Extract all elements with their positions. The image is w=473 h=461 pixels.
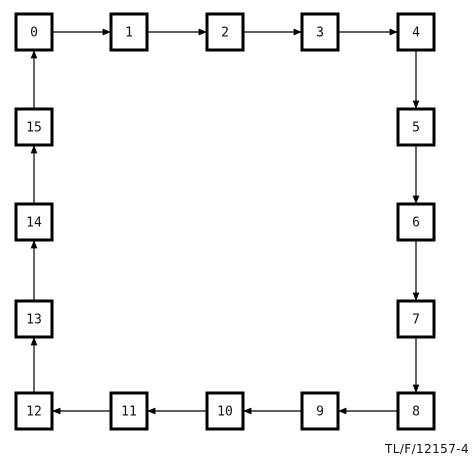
state-node-11: 11	[109, 391, 149, 431]
state-label-8: 8	[412, 405, 420, 420]
state-node-15: 15	[14, 107, 54, 147]
state-box-7	[396, 299, 436, 339]
state-label-10: 10	[217, 405, 233, 420]
state-node-5: 5	[396, 107, 436, 147]
state-label-4: 4	[412, 26, 420, 41]
state-box-15	[14, 107, 54, 147]
state-box-5	[396, 107, 436, 147]
state-node-14: 14	[14, 202, 54, 242]
state-node-8: 8	[396, 391, 436, 431]
state-box-1	[109, 12, 149, 52]
state-label-2: 2	[221, 26, 229, 41]
state-box-0	[14, 12, 54, 52]
state-box-6	[396, 202, 436, 242]
transition-arrows	[30, 28, 420, 415]
state-label-12: 12	[26, 405, 42, 420]
state-box-8	[396, 391, 436, 431]
state-label-0: 0	[30, 26, 38, 41]
state-node-2: 2	[205, 12, 245, 52]
state-box-14	[14, 202, 54, 242]
state-label-6: 6	[412, 216, 420, 231]
state-label-11: 11	[121, 405, 137, 420]
state-label-14: 14	[26, 216, 42, 231]
state-box-9	[300, 391, 340, 431]
state-label-13: 13	[26, 313, 42, 328]
state-box-12	[14, 391, 54, 431]
state-node-6: 6	[396, 202, 436, 242]
state-node-9: 9	[300, 391, 340, 431]
state-box-3	[300, 12, 340, 52]
state-node-10: 10	[205, 391, 245, 431]
state-box-2	[205, 12, 245, 52]
state-label-1: 1	[125, 26, 133, 41]
state-label-15: 15	[26, 121, 42, 136]
state-box-10	[205, 391, 245, 431]
state-node-3: 3	[300, 12, 340, 52]
state-label-7: 7	[412, 313, 420, 328]
state-box-4	[396, 12, 436, 52]
state-label-3: 3	[316, 26, 324, 41]
state-node-1: 1	[109, 12, 149, 52]
state-label-5: 5	[412, 121, 420, 136]
figure-reference-label: TL/F/12157-4	[385, 442, 469, 456]
state-box-13	[14, 299, 54, 339]
state-label-9: 9	[316, 405, 324, 420]
state-node-7: 7	[396, 299, 436, 339]
state-node-12: 12	[14, 391, 54, 431]
state-node-4: 4	[396, 12, 436, 52]
state-box-11	[109, 391, 149, 431]
state-node-0: 0	[14, 12, 54, 52]
state-node-13: 13	[14, 299, 54, 339]
